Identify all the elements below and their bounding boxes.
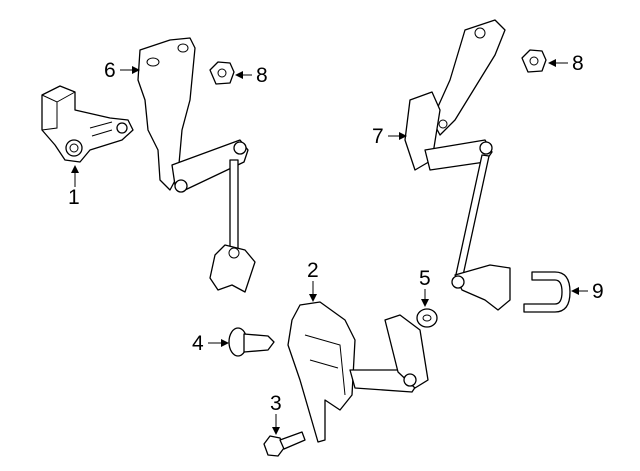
part-4-push-pin	[228, 327, 275, 357]
callout-1: 1	[68, 186, 80, 209]
part-8-nut-right	[521, 49, 547, 73]
part-7-sensor-assembly	[404, 19, 511, 311]
part-1-sensor	[41, 85, 134, 163]
part-3-bolt	[263, 431, 306, 457]
callout-8-right: 8	[572, 52, 584, 75]
callout-2: 2	[307, 259, 319, 282]
part-9-clip	[523, 271, 571, 313]
callout-8-left: 8	[256, 64, 268, 87]
callout-arrows	[71, 59, 588, 435]
part-8-nut-left	[209, 61, 235, 85]
part-5-grommet	[416, 308, 438, 328]
callout-5: 5	[419, 267, 431, 290]
callout-7: 7	[372, 125, 384, 148]
callout-9: 9	[592, 280, 604, 303]
part-6-bracket-sensor	[137, 37, 256, 293]
callout-4: 4	[192, 332, 204, 355]
callout-6: 6	[104, 59, 116, 82]
part-2-actuator	[287, 301, 429, 443]
callout-3: 3	[270, 392, 282, 415]
